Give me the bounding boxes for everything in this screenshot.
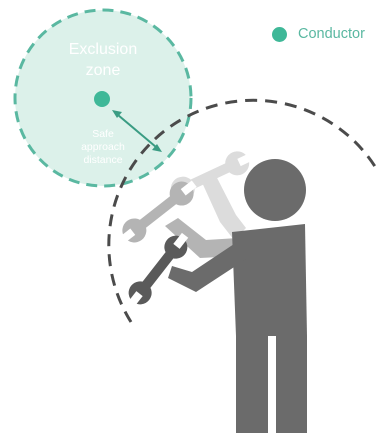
safe-distance-arrow bbox=[112, 110, 162, 152]
safe-distance-label-line1: Safe bbox=[92, 128, 114, 140]
exclusion-zone-label-line1: Exclusion bbox=[68, 41, 138, 58]
safe-distance-label-line3: distance bbox=[83, 154, 123, 166]
arm-mid bbox=[165, 218, 240, 258]
legend: Conductor bbox=[272, 24, 365, 44]
spanner-mid bbox=[119, 180, 197, 244]
arm-light bbox=[200, 172, 246, 240]
legend-conductor-icon bbox=[272, 26, 287, 42]
spanner-icon bbox=[127, 232, 189, 308]
safe-distance-label-line2: approach bbox=[81, 141, 125, 153]
reach-arc bbox=[107, 98, 378, 323]
exclusion-zone-label-line2: zone bbox=[85, 62, 121, 79]
conductor-icon bbox=[94, 91, 110, 107]
legend-conductor-label: Conductor bbox=[298, 26, 365, 42]
person-icon bbox=[168, 159, 307, 433]
